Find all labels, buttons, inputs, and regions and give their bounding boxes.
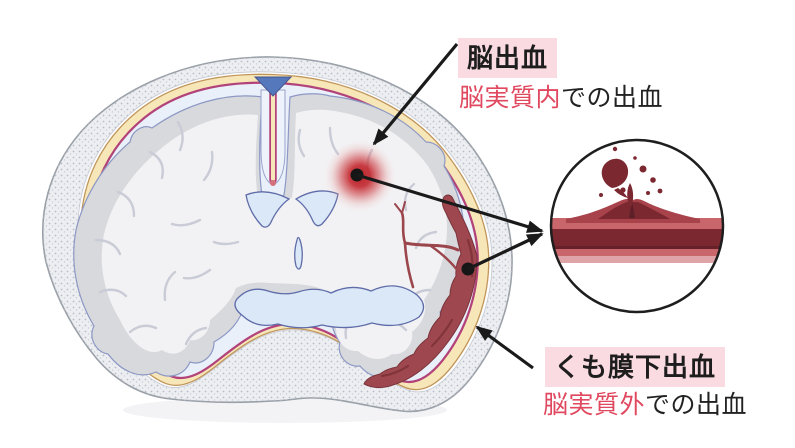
arrow-bleed-to-inset bbox=[356, 173, 544, 233]
ich-subtitle-rest: での出血 bbox=[561, 84, 664, 112]
left-lateral-ventricle bbox=[245, 191, 291, 228]
sah-subtitle-highlight: 脳実質外 bbox=[543, 391, 646, 419]
sah-title-label: くも膜下出血 bbox=[545, 347, 726, 387]
right-lateral-ventricle bbox=[294, 190, 339, 227]
sah-subtitle-label: 脳実質外での出血 bbox=[543, 393, 747, 418]
arrow-ich-label-to-bleed bbox=[372, 42, 459, 146]
sagittal-sinus bbox=[253, 76, 293, 97]
cortical-vessel bbox=[394, 201, 460, 289]
arrow-sah-label-to-crescent bbox=[475, 325, 534, 370]
blood-spurt bbox=[599, 146, 663, 206]
ruptured-artery-icon bbox=[549, 138, 725, 314]
third-ventricle bbox=[294, 236, 303, 270]
ich-subtitle-label: 脳実質内での出血 bbox=[459, 86, 663, 111]
sah-subtitle-rest: での出血 bbox=[645, 391, 748, 419]
annotation-arrows bbox=[356, 42, 544, 370]
subarachnoid-hemorrhage bbox=[363, 194, 478, 389]
fissure-falx bbox=[253, 76, 293, 186]
arrow-sah-to-inset bbox=[467, 232, 544, 271]
ich-title-label: 脳出血 bbox=[458, 38, 558, 78]
ich-subtitle-highlight: 脳実質内 bbox=[459, 84, 562, 112]
ventricles bbox=[234, 190, 425, 329]
basal-cistern bbox=[234, 285, 425, 329]
